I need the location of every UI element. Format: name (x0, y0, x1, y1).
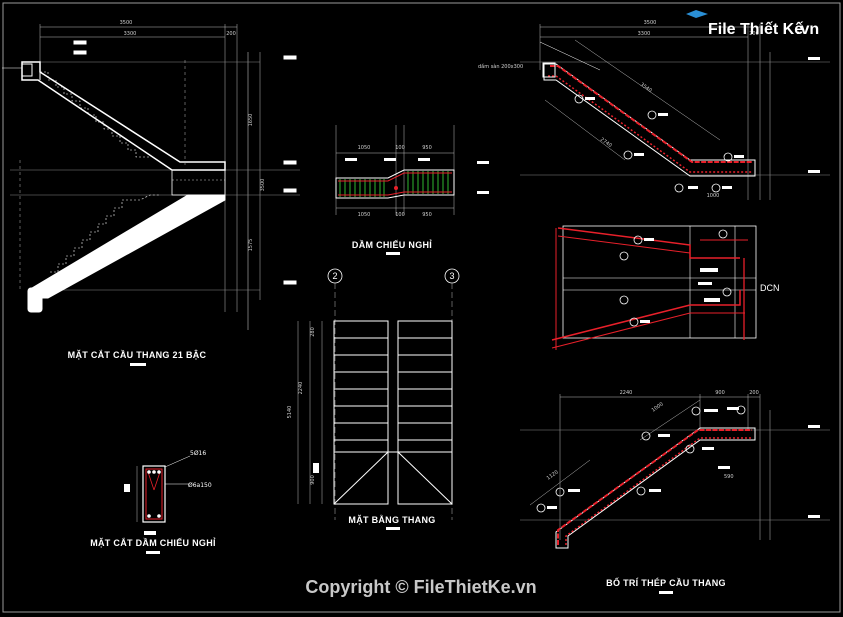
dim-rebar-lower-mid: 900 (715, 390, 725, 396)
dim-rebar-len5: 590 (724, 474, 734, 480)
label-beam-note: dầm sàn 200x300 (478, 62, 523, 70)
dim-beam-top-left: 1050 (358, 145, 371, 151)
scale-tag (386, 252, 400, 255)
axis-label-2: 2 (332, 271, 337, 281)
dim-beam-height: 3500 (260, 179, 266, 192)
dim-beam-bot-left: 1050 (358, 212, 371, 218)
axis-label-3: 3 (449, 271, 454, 281)
dim-rebar-total: 3500 (644, 20, 657, 26)
scale-tag (146, 551, 160, 554)
dim-beam-top-right: 950 (422, 145, 432, 151)
dim-beam-top-mid: 100 (395, 145, 405, 151)
scale-tag (386, 527, 400, 530)
dim-plan-landing: 900 (310, 475, 316, 485)
dim-rebar-run: 3300 (638, 31, 651, 37)
stair-plan-view (297, 320, 453, 505)
dim-section-end: 200 (226, 31, 236, 37)
filethietke-logo: File Thiết Kế .vn (686, 10, 819, 38)
title-rebar-layout: BỐ TRÍ THÉP CẦU THANG (606, 577, 726, 588)
rebar-landing-detail (551, 225, 757, 350)
copyright-watermark: Copyright © FileThietKe.vn (305, 577, 536, 597)
dim-section-run: 3300 (124, 31, 137, 37)
logo-text: File Thiết Kế (708, 21, 803, 38)
label-dcn: DCN (760, 283, 780, 293)
dim-rebar-len3: 1000 (707, 193, 720, 199)
dim-rebar-len6: 1000 (651, 401, 665, 413)
label-top-bars: 5Ø16 (190, 450, 206, 457)
label-stirrups: Ø6a150 (188, 482, 212, 489)
axis-bubbles (327, 268, 460, 520)
dim-rebar-lower-end: 200 (749, 390, 759, 396)
rebar-upper-flight (520, 24, 830, 200)
dim-elevation-lower: 1575 (248, 239, 254, 252)
dim-rebar-end: 200 (749, 31, 759, 37)
dim-plan-run: 2240 (298, 382, 304, 395)
title-landing-beam-section: MẶT CẮT DẦM CHIẾU NGHỈ (90, 537, 216, 548)
dim-elevation-upper: 1650 (248, 114, 254, 127)
rebar-lower-flight (520, 394, 830, 549)
dim-section-total: 3500 (120, 20, 133, 26)
dim-plan-step: 280 (310, 327, 316, 337)
dim-rebar-len4: 1120 (546, 469, 560, 481)
title-stair-plan: MẶT BẰNG THANG (348, 515, 435, 525)
dim-rebar-lower-run: 2240 (620, 390, 633, 396)
stair-section-view (2, 24, 300, 330)
beam-cross-section (124, 455, 191, 535)
dim-rebar-len2: 2740 (599, 137, 613, 149)
scale-tag (659, 591, 673, 594)
title-landing-beam: DẦM CHIẾU NGHỈ (352, 239, 432, 250)
title-section-stair: MẶT CẮT CẦU THANG 21 BẬC (68, 349, 207, 360)
dim-beam-bot-right: 950 (422, 212, 432, 218)
dim-beam-bot-mid: 100 (395, 212, 405, 218)
dim-plan-total: 5140 (287, 406, 293, 419)
logo-domain: .vn (796, 21, 819, 38)
landing-beam-elevation (335, 125, 489, 215)
scale-tag (130, 363, 146, 366)
